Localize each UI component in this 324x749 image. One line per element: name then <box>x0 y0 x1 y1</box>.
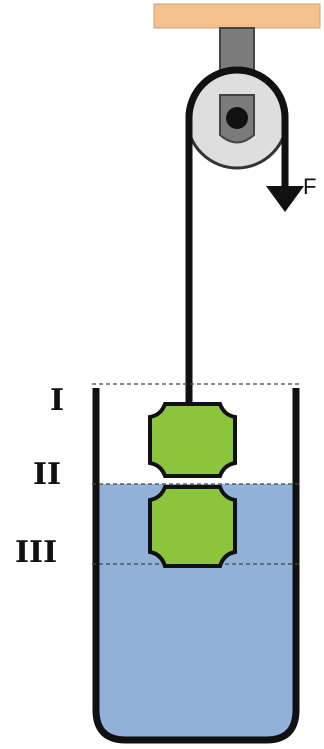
pulley-axle <box>226 107 248 129</box>
rope <box>185 66 289 119</box>
level-label-ii: II <box>33 457 61 492</box>
force-arrow <box>266 186 304 212</box>
ceiling-plate <box>153 3 321 29</box>
level-label-i: I <box>50 383 64 418</box>
level-label-iii: III <box>15 535 57 570</box>
lower-block <box>148 485 237 568</box>
container <box>92 388 300 744</box>
force-label: F <box>303 174 316 199</box>
water <box>96 484 296 740</box>
upper-block <box>148 402 237 478</box>
